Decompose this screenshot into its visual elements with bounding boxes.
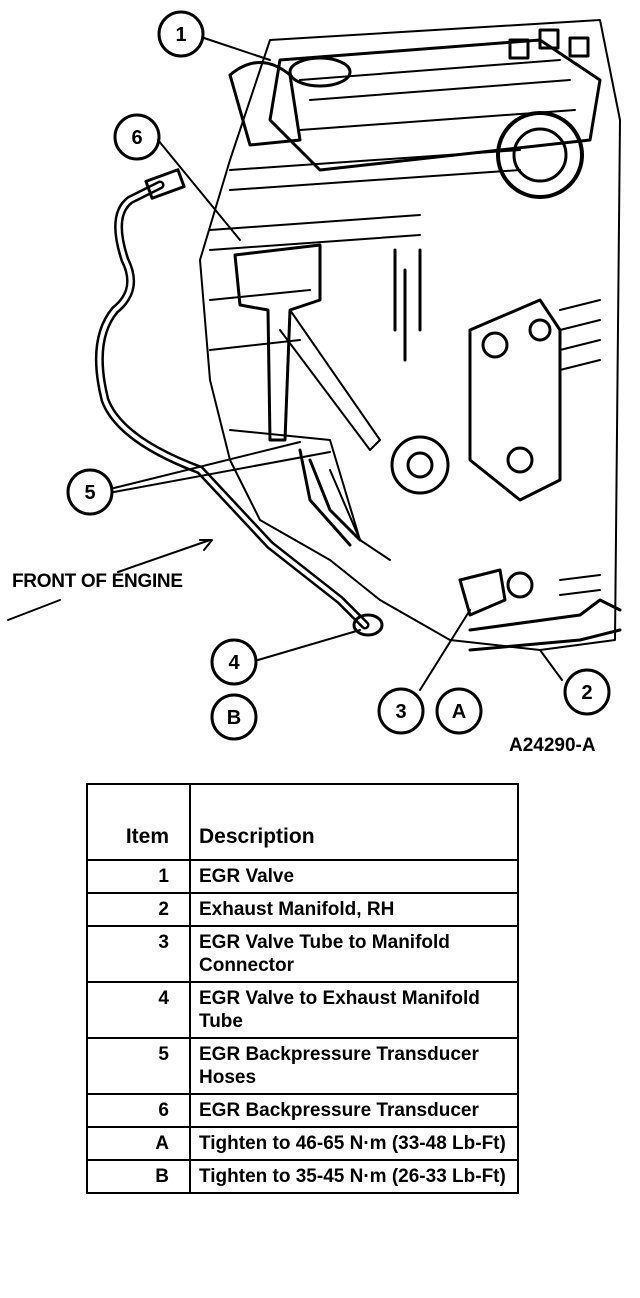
item-cell: A <box>86 1126 191 1161</box>
callout-2-label: 2 <box>581 682 592 704</box>
description-cell: Tighten to 46-65 N·m (33-48 Lb-Ft) <box>189 1126 519 1161</box>
table-row: 3 EGR Valve Tube to Manifold Connector <box>86 925 519 983</box>
front-of-engine-label: FRONT OF ENGINE <box>12 571 183 592</box>
item-cell: B <box>86 1159 191 1194</box>
description-cell: Tighten to 35-45 N·m (26-33 Lb-Ft) <box>189 1159 519 1194</box>
table-row: A Tighten to 46-65 N·m (33-48 Lb-Ft) <box>86 1126 519 1161</box>
callout-3-label: 3 <box>395 701 406 723</box>
table-row: B Tighten to 35-45 N·m (26-33 Lb-Ft) <box>86 1159 519 1194</box>
description-column-header: Description <box>189 783 519 861</box>
description-cell: EGR Valve <box>189 859 519 894</box>
leader-lines <box>7 37 563 691</box>
callout-5-label: 5 <box>84 482 95 504</box>
engine-egr-diagram: 1 6 5 4 B 3 A 2 <box>7 10 622 741</box>
callout-a-label: A <box>452 701 466 723</box>
legend-header-row: Item Description <box>86 783 519 861</box>
item-cell: 4 <box>86 981 191 1039</box>
callout-circles <box>66 10 611 741</box>
description-cell: EGR Valve Tube to Manifold Connector <box>189 925 519 983</box>
table-row: 5 EGR Backpressure Transducer Hoses <box>86 1037 519 1095</box>
item-cell: 3 <box>86 925 191 983</box>
table-row: 1 EGR Valve <box>86 859 519 894</box>
item-column-header: Item <box>86 783 191 861</box>
description-cell: EGR Backpressure Transducer <box>189 1093 519 1128</box>
table-row: 6 EGR Backpressure Transducer <box>86 1093 519 1128</box>
description-cell: EGR Backpressure Transducer Hoses <box>189 1037 519 1095</box>
callout-b-label: B <box>227 707 241 729</box>
callout-4-label: 4 <box>228 652 240 674</box>
item-cell: 1 <box>86 859 191 894</box>
table-row: 4 EGR Valve to Exhaust Manifold Tube <box>86 981 519 1039</box>
item-cell: 2 <box>86 892 191 927</box>
callout-1-label: 1 <box>175 24 186 46</box>
legend-table: Item Description 1 EGR Valve 2 Exhaust M… <box>86 783 519 1194</box>
engine-illustration <box>94 19 622 652</box>
item-cell: 5 <box>86 1037 191 1095</box>
item-cell: 6 <box>86 1093 191 1128</box>
table-row: 2 Exhaust Manifold, RH <box>86 892 519 927</box>
figure-id: A24290-A <box>509 735 596 756</box>
description-cell: EGR Valve to Exhaust Manifold Tube <box>189 981 519 1039</box>
description-cell: Exhaust Manifold, RH <box>189 892 519 927</box>
callout-6-label: 6 <box>131 127 142 149</box>
